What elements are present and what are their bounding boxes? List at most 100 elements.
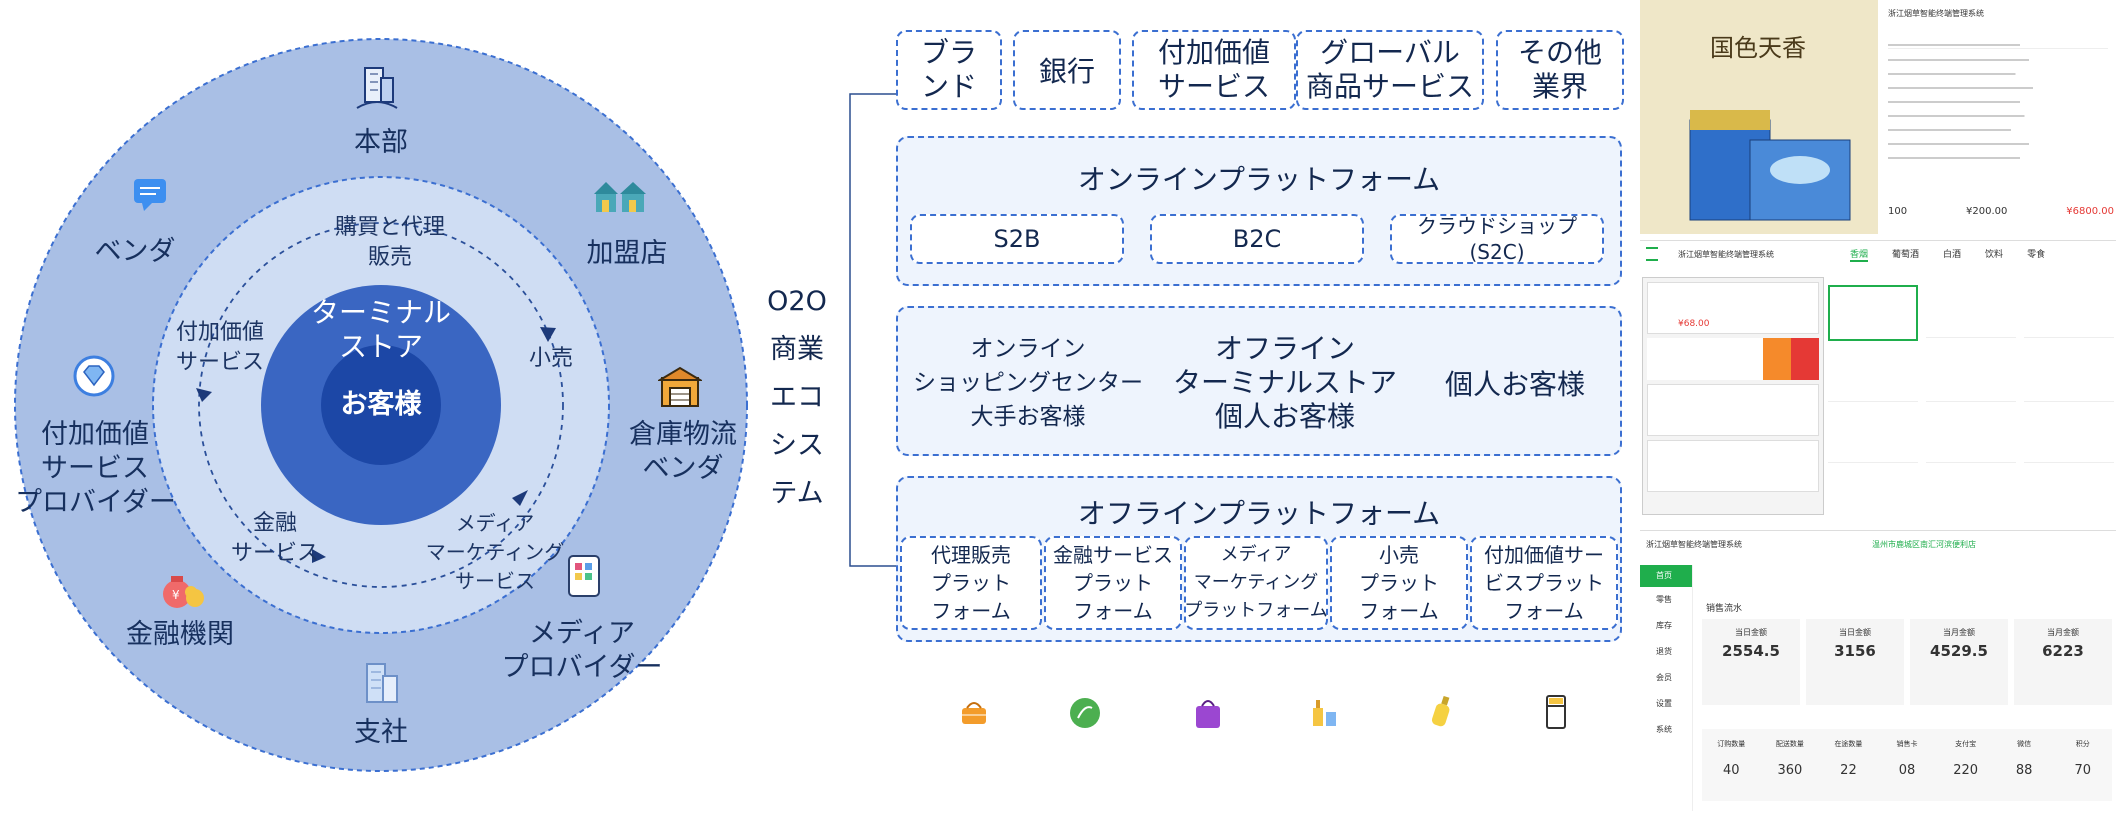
media-platform-box: メディア マーケティング プラットフォーム xyxy=(1184,536,1328,630)
customers-panel: オンライン ショッピングセンター 大手お客様 オフライン ターミナルストア 個人… xyxy=(896,306,1622,456)
ecosystem-circle xyxy=(14,38,748,772)
tab-snacks[interactable]: 零食 xyxy=(2027,250,2046,260)
building-icon xyxy=(349,60,405,116)
online-customer-label: オンライン ショッピングセンター 大手お客様 xyxy=(913,336,1143,430)
sidebar-item-member[interactable]: 会员 xyxy=(1656,673,1672,682)
count-value: 220 xyxy=(1953,763,1979,778)
stat-label: 当月金额 xyxy=(1943,628,1975,637)
vas-platform-box: 付加価値サー ビスプラット フォーム xyxy=(1470,536,1618,630)
stat-label: 当月金额 xyxy=(2047,628,2079,637)
bank-label: 銀行 xyxy=(1038,55,1095,88)
stat-daily-total: 3156 xyxy=(1834,642,1876,660)
drink-icon xyxy=(1428,694,1454,734)
s2b-box: S2B xyxy=(910,214,1124,264)
count-value: 70 xyxy=(2074,763,2092,778)
product-image: 国色天香 xyxy=(1640,0,1878,234)
online-platform-title: オンラインプラットフォーム xyxy=(1077,163,1441,196)
tab-wine[interactable]: 葡萄酒 xyxy=(1892,250,1920,260)
cloud-shop-label: クラウドショップ (S2C) xyxy=(1417,214,1577,264)
product-list xyxy=(1888,40,2108,167)
product-detail-screen: 国色天香 浙江烟草智能终端管理系统 100 ¥200.00 ¥6800.00 xyxy=(1640,0,2116,236)
s2b-label: S2B xyxy=(993,225,1041,253)
count-label: 销售卡 xyxy=(1896,740,1918,748)
media-marketing-label: メディア マーケティング サービス xyxy=(425,511,565,593)
circle-layers: ターミナル ストア お客様 購買と代理 販売 小売 メディア マーケティング サ… xyxy=(0,0,760,812)
offline-customer-label: オフライン ターミナルストア 個人お客様 xyxy=(1172,332,1397,433)
online-platform-panel: オンラインプラットフォーム S2B B2C クラウドショップ (S2C) xyxy=(896,136,1622,286)
branch-label: 支社 xyxy=(354,717,408,748)
tab-cigarettes[interactable]: 香烟 xyxy=(1850,247,1869,262)
product-brand-label: 国色天香 xyxy=(1710,34,1806,62)
offline-platform-title: オフラインプラットフォーム xyxy=(1077,497,1441,530)
stores-icon xyxy=(592,170,648,226)
total-price-value: ¥6800.00 xyxy=(2066,206,2114,217)
stat-monthly-amount: 4529.5 xyxy=(1930,642,1988,660)
finance-service-label: 金融 サービス xyxy=(230,511,319,566)
media-platform-label: メディア マーケティング プラットフォーム xyxy=(1184,544,1328,621)
cart-panel: ¥68.00 xyxy=(1642,277,1824,515)
count-value: 40 xyxy=(1723,763,1740,778)
sidebar-menu: 首页 零售 库存 退货 会员 设置 系统 xyxy=(1640,565,1693,811)
diamond-badge-icon xyxy=(66,348,122,404)
count-value: 360 xyxy=(1777,763,1803,778)
cloud-shop-box: クラウドショップ (S2C) xyxy=(1390,214,1604,264)
sidebar-item-settings[interactable]: 设置 xyxy=(1656,699,1672,708)
product-title: 浙江烟草智能终端管理系统 xyxy=(1888,9,1984,18)
sidebar-item-system[interactable]: 系统 xyxy=(1656,725,1672,734)
sales-section-title: 销售流水 xyxy=(1706,604,1743,614)
count-value: 88 xyxy=(2015,763,2033,778)
retail-platform-label: 小売 プラット フォーム xyxy=(1359,543,1439,623)
menu-icon[interactable] xyxy=(1646,247,1658,261)
agency-platform-box: 代理販売 プラット フォーム xyxy=(900,536,1042,630)
product-grid xyxy=(1828,285,2114,463)
b2c-label: B2C xyxy=(1232,225,1282,253)
tab-liquor[interactable]: 白酒 xyxy=(1943,250,1962,260)
retail-platform-box: 小売 プラット フォーム xyxy=(1330,536,1468,630)
brand-box: ブラ ンド xyxy=(896,30,1002,110)
count-label: 在途数量 xyxy=(1834,740,1863,748)
product-footer: 100 ¥200.00 ¥6800.00 xyxy=(1888,206,2114,217)
tab-drinks[interactable]: 饮料 xyxy=(1985,250,2004,260)
value-added-label: 付加価値 サービス xyxy=(175,320,264,375)
count-label: 积分 xyxy=(2075,740,2090,748)
other-industry-label: その他 業界 xyxy=(1517,36,1602,103)
vas-provider-label: 付加価値 サービス プロバイダー xyxy=(15,419,176,518)
other-industry-box: その他 業界 xyxy=(1496,30,1624,110)
office-icon xyxy=(353,654,409,710)
finance-platform-box: 金融サービス プラット フォーム xyxy=(1044,536,1182,630)
vas-box: 付加価値 サービス xyxy=(1132,30,1296,110)
tablet-icon xyxy=(556,548,612,604)
sidebar-item-return[interactable]: 退货 xyxy=(1656,647,1672,656)
sidebar-item-home[interactable]: 首页 xyxy=(1640,565,1692,587)
warehouse-icon xyxy=(652,360,708,416)
global-goods-label: グローバル 商品サービス xyxy=(1305,36,1474,103)
vendor-label: ベンダ xyxy=(94,236,176,267)
shop-screen: 浙江烟草智能终端管理系统 香烟 葡萄酒 白酒 饮料 零食 ¥68.00 xyxy=(1640,240,2116,521)
sidebar-item-retail[interactable]: 零售 xyxy=(1656,595,1672,604)
vas-platform-label: 付加価値サー ビスプラット フォーム xyxy=(1484,543,1604,623)
media-provider-label: メディア プロバイダー xyxy=(501,618,663,683)
o2o-ecosystem-label: O2O 商業 エコ シス テム xyxy=(767,286,827,509)
bank-box: 銀行 xyxy=(1013,30,1121,110)
b2c-box: B2C xyxy=(1150,214,1364,264)
stat-label: 当日金额 xyxy=(1839,628,1871,637)
cart-price: ¥68.00 xyxy=(1678,319,1710,329)
quantity-value: 100 xyxy=(1888,206,1908,217)
purchase-agency-label: 購買と代理 販売 xyxy=(334,215,445,270)
dashboard-title: 浙江烟草智能终端管理系统 xyxy=(1646,540,1742,549)
svg-text:¥: ¥ xyxy=(172,588,180,602)
headquarters-label: 本部 xyxy=(354,127,408,158)
money-bag-icon: ¥ xyxy=(155,560,211,616)
stat-daily-amount: 2554.5 xyxy=(1722,642,1780,660)
count-label: 支付宝 xyxy=(1955,740,1977,748)
global-goods-box: グローバル 商品サービス xyxy=(1296,30,1484,110)
warehouse-vendor-label: 倉庫物流 ベンダ xyxy=(629,419,737,484)
customer-core-label: お客様 xyxy=(340,389,422,420)
unit-price-value: ¥200.00 xyxy=(1966,206,2008,217)
fridge-icon xyxy=(1544,694,1568,734)
personal-customer-label: 個人お客様 xyxy=(1444,368,1585,401)
finance-platform-label: 金融サービス プラット フォーム xyxy=(1053,543,1173,623)
bottles-icon xyxy=(1308,694,1340,734)
sidebar-item-stock[interactable]: 库存 xyxy=(1656,621,1672,630)
